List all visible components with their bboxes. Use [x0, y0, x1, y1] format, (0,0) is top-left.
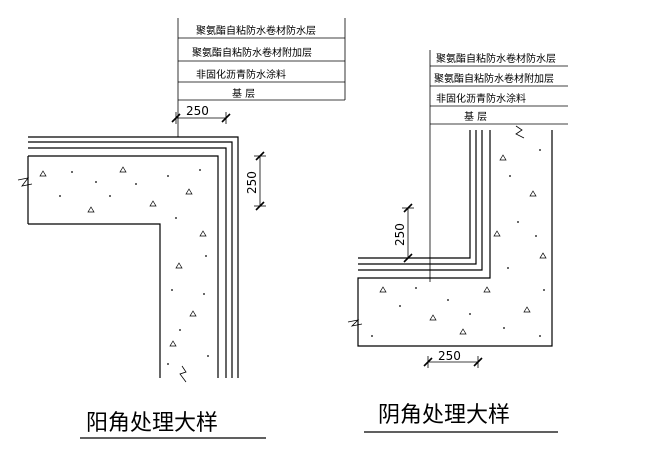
right-break-mark-top [515, 125, 525, 139]
left-break-mark-bottom [179, 365, 187, 383]
right-dim-v-label: 250 [393, 223, 407, 246]
right-layer-line-1 [358, 130, 483, 271]
left-aggregate [39, 166, 209, 365]
right-concrete-outline [357, 130, 553, 347]
right-layer-line-3 [358, 130, 471, 259]
left-layer-label-3: 非固化沥青防水涂料 [196, 68, 286, 81]
right-layer-label-1: 聚氨酯自粘防水卷材防水层 [436, 52, 556, 65]
right-layer-label-3: 非固化沥青防水涂料 [436, 92, 526, 105]
internal-corner-detail: 250 250 聚氨酯自粘防水卷材防水层 聚氨酯自粘防水卷材附加层 非固化沥青防… [347, 50, 568, 433]
left-concrete-outline [28, 155, 219, 378]
external-corner-detail: 250 250 聚氨酯自粘防水卷材防水层 聚氨酯自粘防水卷材附加层 非固化沥青防… [17, 18, 346, 439]
left-layer-label-4: 基 层 [232, 87, 255, 100]
right-layer-label-2: 聚氨酯自粘防水卷材附加层 [434, 72, 554, 85]
left-layer-line-2 [28, 141, 233, 378]
left-dim-horizontal: 250 [171, 104, 231, 124]
left-layer-leaders [177, 18, 346, 137]
right-layer-leaders [429, 50, 568, 282]
right-layer-line-2 [358, 130, 477, 265]
right-aggregate [371, 149, 547, 337]
left-layer-line-3 [28, 136, 239, 378]
left-layer-label-2: 聚氨酯自粘防水卷材附加层 [192, 46, 312, 59]
left-dim-v-label: 250 [245, 171, 259, 194]
left-layer-line-1 [28, 147, 227, 378]
left-break-mark-top [17, 177, 33, 187]
right-detail-title: 阴角处理大样 [378, 403, 510, 428]
right-dim-horizontal: 250 [423, 349, 483, 368]
left-dim-h-label: 250 [186, 104, 209, 118]
right-layer-label-4: 基 层 [464, 110, 487, 123]
right-dim-h-label: 250 [438, 349, 461, 363]
right-break-mark-left [347, 319, 363, 327]
left-detail-title: 阳角处理大样 [86, 411, 218, 436]
left-layer-label-1: 聚氨酯自粘防水卷材防水层 [196, 24, 316, 37]
left-dim-vertical: 250 [245, 151, 266, 211]
right-dim-vertical: 250 [393, 203, 414, 263]
